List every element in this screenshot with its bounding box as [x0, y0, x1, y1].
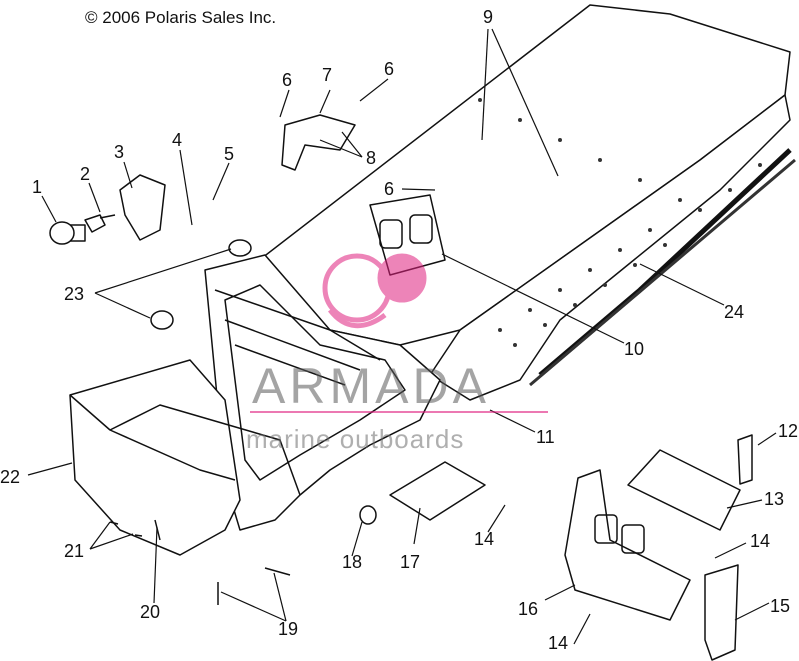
panel-13: [627, 449, 741, 531]
callout-14b: 14: [474, 529, 495, 549]
flap-17: [389, 461, 486, 521]
callout-10: 10: [624, 339, 645, 359]
callout-14c: 14: [548, 633, 569, 653]
cap-18: [359, 505, 377, 525]
callout-18: 18: [342, 552, 363, 572]
callout-19: 19: [278, 619, 299, 639]
bumper-1: [49, 221, 75, 245]
copyright-notice: © 2006 Polaris Sales Inc.: [85, 8, 277, 27]
callout-1: 1: [32, 177, 43, 197]
callout-21: 21: [64, 541, 85, 561]
tunnel-side-panel: [429, 94, 791, 401]
callout-16: 16: [518, 599, 539, 619]
watermark-logo: [322, 253, 427, 329]
panel-16: [564, 469, 691, 621]
callout-4: 4: [172, 130, 183, 150]
callout-2: 2: [80, 164, 91, 184]
belly-pan: [69, 359, 241, 556]
callout-6b: 6: [384, 59, 395, 79]
tunnel-rail-edge: [529, 158, 796, 387]
bracket-15: [704, 564, 739, 661]
watermark-tagline: marine outboards: [246, 424, 465, 454]
callout-8: 8: [366, 148, 377, 168]
callout-3: 3: [114, 142, 125, 162]
callout-22: 22: [0, 467, 21, 487]
cross-brace-1: [214, 289, 381, 361]
callout-9: 9: [483, 7, 494, 27]
mount-plate-7: [281, 114, 356, 171]
cross-brace-3: [234, 344, 346, 386]
callout-6a: 6: [282, 70, 293, 90]
callout-6c: 6: [384, 179, 395, 199]
floor-pan: [109, 404, 301, 496]
callout-23: 23: [64, 284, 85, 304]
callout-13: 13: [764, 489, 785, 509]
front-bumper: [69, 394, 236, 481]
callout-11: 11: [536, 427, 555, 447]
callout-7: 7: [322, 65, 333, 85]
callout-12: 12: [778, 421, 799, 441]
callout-17: 17: [400, 552, 421, 572]
bracket-3: [119, 174, 166, 241]
cross-brace-2: [224, 319, 361, 371]
plug-23b: [150, 310, 174, 330]
callout-15: 15: [770, 596, 791, 616]
plug-23a: [228, 239, 252, 257]
perforation-pattern: [478, 98, 762, 347]
strap-12: [737, 434, 753, 485]
watermark-brand: ARMADA: [252, 358, 490, 414]
callout-24: 24: [724, 302, 745, 322]
callout-14a: 14: [750, 531, 771, 551]
callout-5: 5: [224, 144, 235, 164]
callout-20: 20: [140, 602, 161, 622]
bulkhead-inner: [224, 284, 406, 481]
